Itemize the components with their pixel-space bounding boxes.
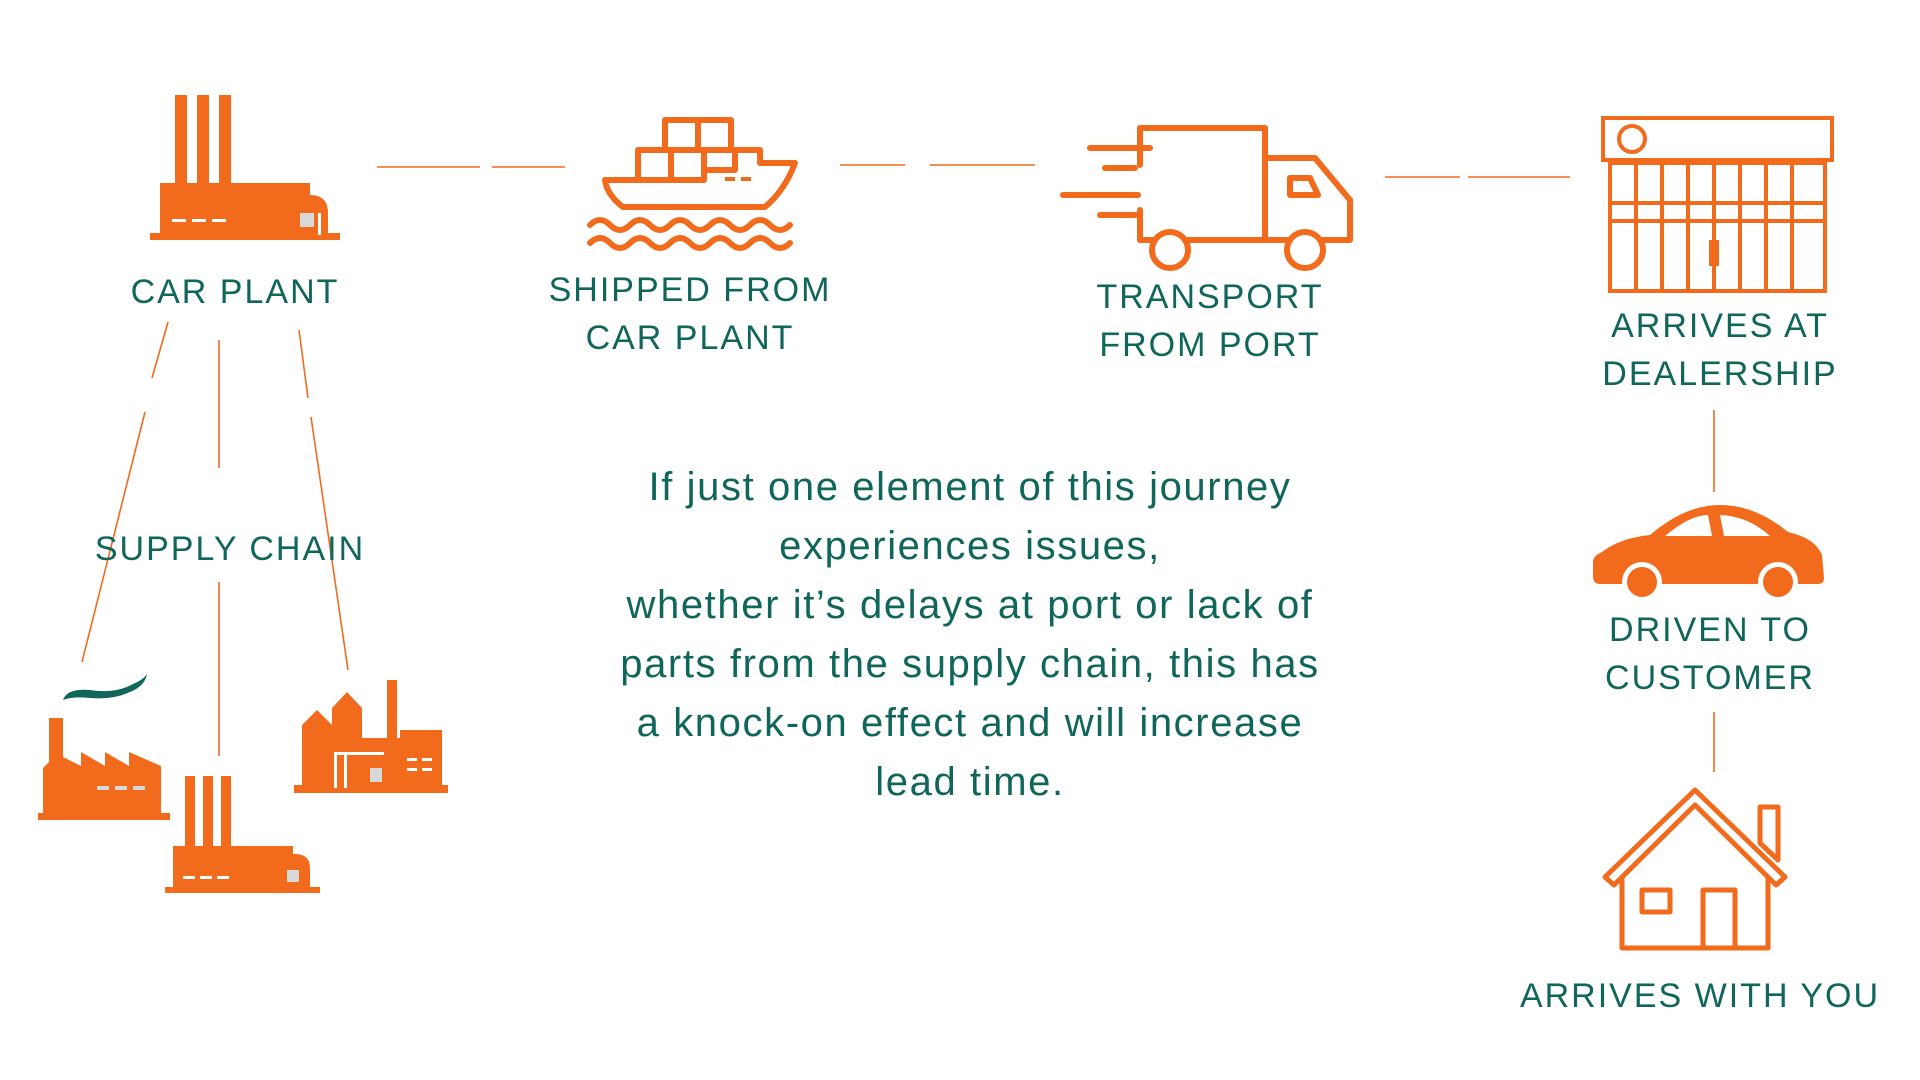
shipped-label: SHIPPED FROM CAR PLANT — [540, 266, 840, 362]
connector-supply-1a — [151, 321, 169, 379]
supply-chain-label: SUPPLY CHAIN — [90, 525, 370, 573]
car-plant-label: CAR PLANT — [110, 268, 360, 316]
factory-smoke-icon — [38, 674, 170, 820]
factory-icon — [150, 95, 340, 240]
dealership-label: ARRIVES AT DEALERSHIP — [1580, 302, 1860, 398]
delivery-truck-icon — [1060, 125, 1353, 271]
transport-label-line1: TRANSPORT — [1096, 278, 1324, 316]
dealership-label-line2: DEALERSHIP — [1602, 355, 1838, 393]
message-line-4: parts from the supply chain, this has — [620, 642, 1320, 686]
arrives-you-label-text: ARRIVES WITH YOU — [1519, 977, 1881, 1015]
refinery-icon — [294, 680, 448, 793]
connector-supply-3a — [298, 329, 309, 399]
factory-icon — [165, 776, 320, 893]
shipped-label-line2: CAR PLANT — [585, 319, 795, 357]
lead-time-message: If just one element of this journey expe… — [570, 458, 1370, 812]
message-line-3: whether it’s delays at port or lack of — [626, 583, 1314, 627]
car-icon — [1593, 505, 1824, 602]
car-plant-label-text: CAR PLANT — [130, 273, 340, 311]
driven-label: DRIVEN TO CUSTOMER — [1580, 606, 1840, 702]
transport-label: TRANSPORT FROM PORT — [1070, 273, 1350, 369]
supply-chain-label-text: SUPPLY CHAIN — [94, 530, 366, 568]
message-line-2: experiences issues, — [779, 524, 1161, 568]
dealership-label-line1: ARRIVES AT — [1611, 307, 1829, 345]
transport-label-line2: FROM PORT — [1099, 326, 1321, 364]
message-line-6: lead time. — [875, 760, 1065, 804]
driven-label-line1: DRIVEN TO — [1609, 611, 1811, 649]
shipped-label-line1: SHIPPED FROM — [548, 271, 832, 309]
arrives-you-label: ARRIVES WITH YOU — [1510, 972, 1890, 1020]
cargo-ship-icon — [587, 117, 798, 251]
message-line-5: a knock-on effect and will increase — [636, 701, 1304, 745]
message-line-1: If just one element of this journey — [648, 465, 1292, 509]
connector-supply-3b — [310, 416, 349, 671]
connector-supply-1b — [81, 411, 146, 663]
dealership-icon — [1601, 116, 1834, 293]
driven-label-line2: CUSTOMER — [1605, 659, 1815, 697]
house-icon — [1602, 787, 1788, 951]
